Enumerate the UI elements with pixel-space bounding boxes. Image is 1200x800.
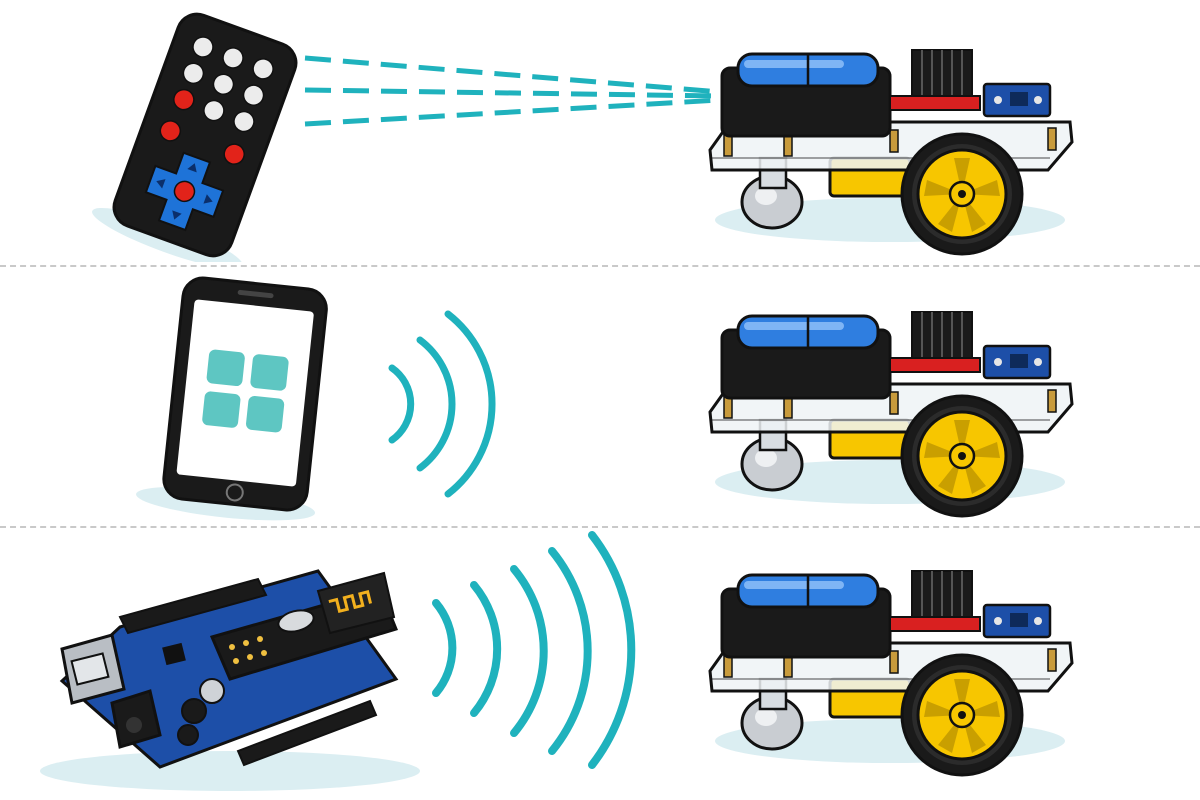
ir-remote-icon	[92, 12, 298, 262]
radio-waves	[432, 531, 636, 769]
divider	[0, 526, 1200, 528]
row-smartphone	[0, 268, 1200, 523]
bluetooth-waves	[388, 310, 496, 498]
infrared-beams	[304, 55, 721, 127]
row-arduino-rf	[0, 529, 1200, 800]
robot-car-icon	[708, 569, 1074, 777]
divider	[0, 265, 1200, 267]
robot-car-icon	[708, 48, 1074, 256]
smartphone-icon	[136, 276, 328, 521]
rf-module-icon	[209, 571, 399, 681]
row-ir-remote	[0, 0, 1200, 262]
robot-car-icon	[708, 310, 1074, 518]
